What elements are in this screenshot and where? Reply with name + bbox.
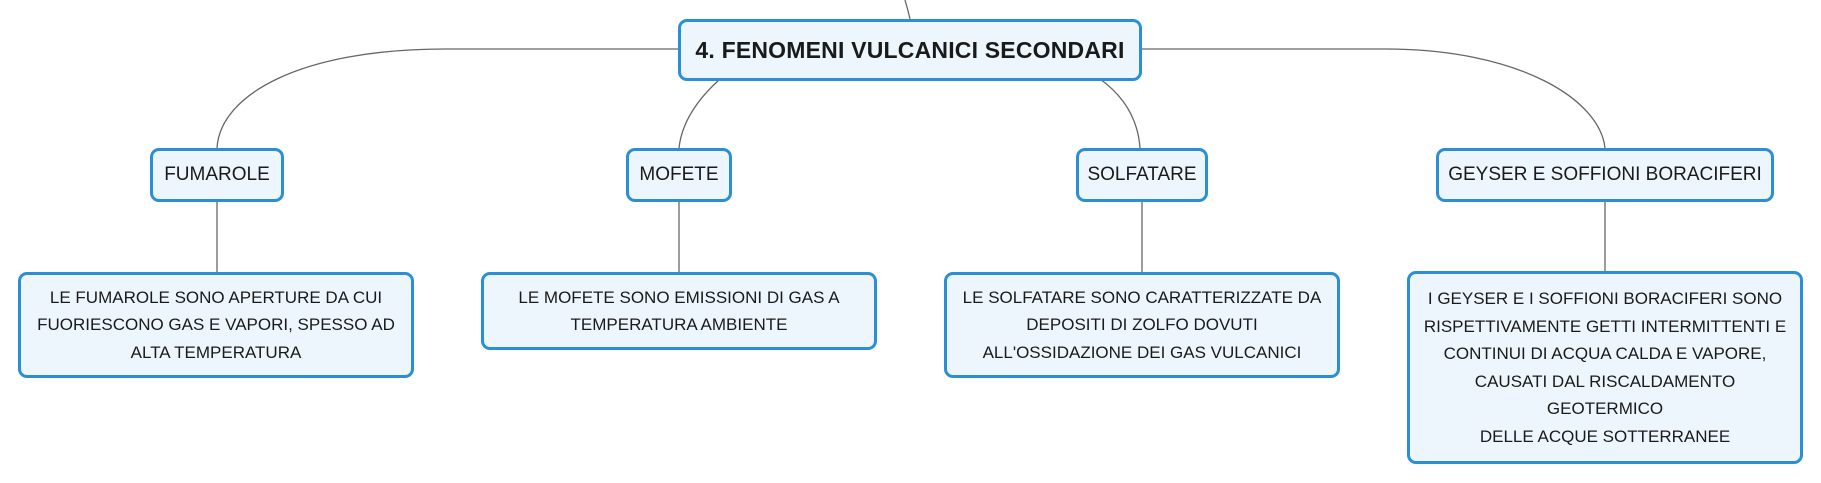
- topic-fumarole-label: FUMAROLE: [164, 164, 270, 185]
- connector-root-to-solfatare: [1099, 78, 1141, 149]
- detail-geyser-line-4: CAUSATI DAL RISCALDAMENTO GEOTERMICO: [1474, 371, 1736, 419]
- detail-mofete-text: LE MOFETE SONO EMISSIONI DI GAS A TEMPER…: [518, 284, 839, 339]
- detail-solfatare-line-2: DEPOSITI DI ZOLFO DOVUTI: [1026, 315, 1258, 335]
- topic-solfatare-label: SOLFATARE: [1087, 164, 1197, 185]
- connector-root-to-fumarole: [216, 48, 678, 149]
- topic-mofete-label: MOFETE: [639, 164, 719, 185]
- detail-fumarole[interactable]: LE FUMAROLE SONO APERTURE DA CUI FUORIES…: [18, 272, 414, 378]
- topic-mofete[interactable]: MOFETE: [626, 148, 732, 202]
- detail-mofete[interactable]: LE MOFETE SONO EMISSIONI DI GAS A TEMPER…: [481, 272, 877, 350]
- topic-solfatare[interactable]: SOLFATARE: [1076, 148, 1208, 202]
- connector-root-to-mofete: [678, 78, 721, 149]
- detail-geyser-line-5: DELLE ACQUE SOTTERRANEE: [1479, 426, 1731, 446]
- detail-mofete-line-1: LE MOFETE SONO EMISSIONI DI GAS A: [518, 287, 840, 307]
- detail-fumarole-line-3: ALTA TEMPERATURA: [130, 342, 302, 362]
- root-topic[interactable]: 4. FENOMENI VULCANICI SECONDARI: [678, 19, 1142, 81]
- topic-geyser-soffioni-label: GEYSER E SOFFIONI BORACIFERI: [1448, 164, 1762, 185]
- topic-geyser-soffioni[interactable]: GEYSER E SOFFIONI BORACIFERI: [1436, 148, 1774, 202]
- topic-fumarole[interactable]: FUMAROLE: [150, 148, 284, 202]
- detail-solfatare-text: LE SOLFATARE SONO CARATTERIZZATE DA DEPO…: [963, 284, 1322, 367]
- detail-geyser-soffioni[interactable]: I GEYSER E I SOFFIONI BORACIFERI SONO RI…: [1407, 271, 1803, 464]
- connector-parent-to-root: [904, 0, 911, 20]
- detail-fumarole-text: LE FUMAROLE SONO APERTURE DA CUI FUORIES…: [37, 284, 395, 367]
- detail-fumarole-line-2: FUORIESCONO GAS E VAPORI, SPESSO AD: [37, 315, 395, 335]
- connector-root-to-geyser: [1142, 48, 1606, 149]
- detail-solfatare-line-3: ALL'OSSIDAZIONE DEI GAS VULCANICI: [982, 342, 1302, 362]
- detail-fumarole-line-1: LE FUMAROLE SONO APERTURE DA CUI: [49, 287, 383, 307]
- root-topic-label: 4. FENOMENI VULCANICI SECONDARI: [695, 36, 1125, 63]
- detail-geyser-line-3: CONTINUI DI ACQUA CALDA E VAPORE,: [1443, 344, 1767, 363]
- detail-geyser-soffioni-text: I GEYSER E I SOFFIONI BORACIFERI SONO RI…: [1418, 285, 1792, 450]
- detail-mofete-line-2: TEMPERATURA AMBIENTE: [570, 315, 788, 334]
- detail-geyser-line-1: I GEYSER E I SOFFIONI BORACIFERI SONO: [1427, 289, 1783, 308]
- detail-solfatare-line-1: LE SOLFATARE SONO CARATTERIZZATE DA: [962, 287, 1322, 307]
- detail-solfatare[interactable]: LE SOLFATARE SONO CARATTERIZZATE DA DEPO…: [944, 272, 1340, 378]
- detail-geyser-line-2: RISPETTIVAMENTE GETTI INTERMITTENTI E: [1423, 316, 1787, 336]
